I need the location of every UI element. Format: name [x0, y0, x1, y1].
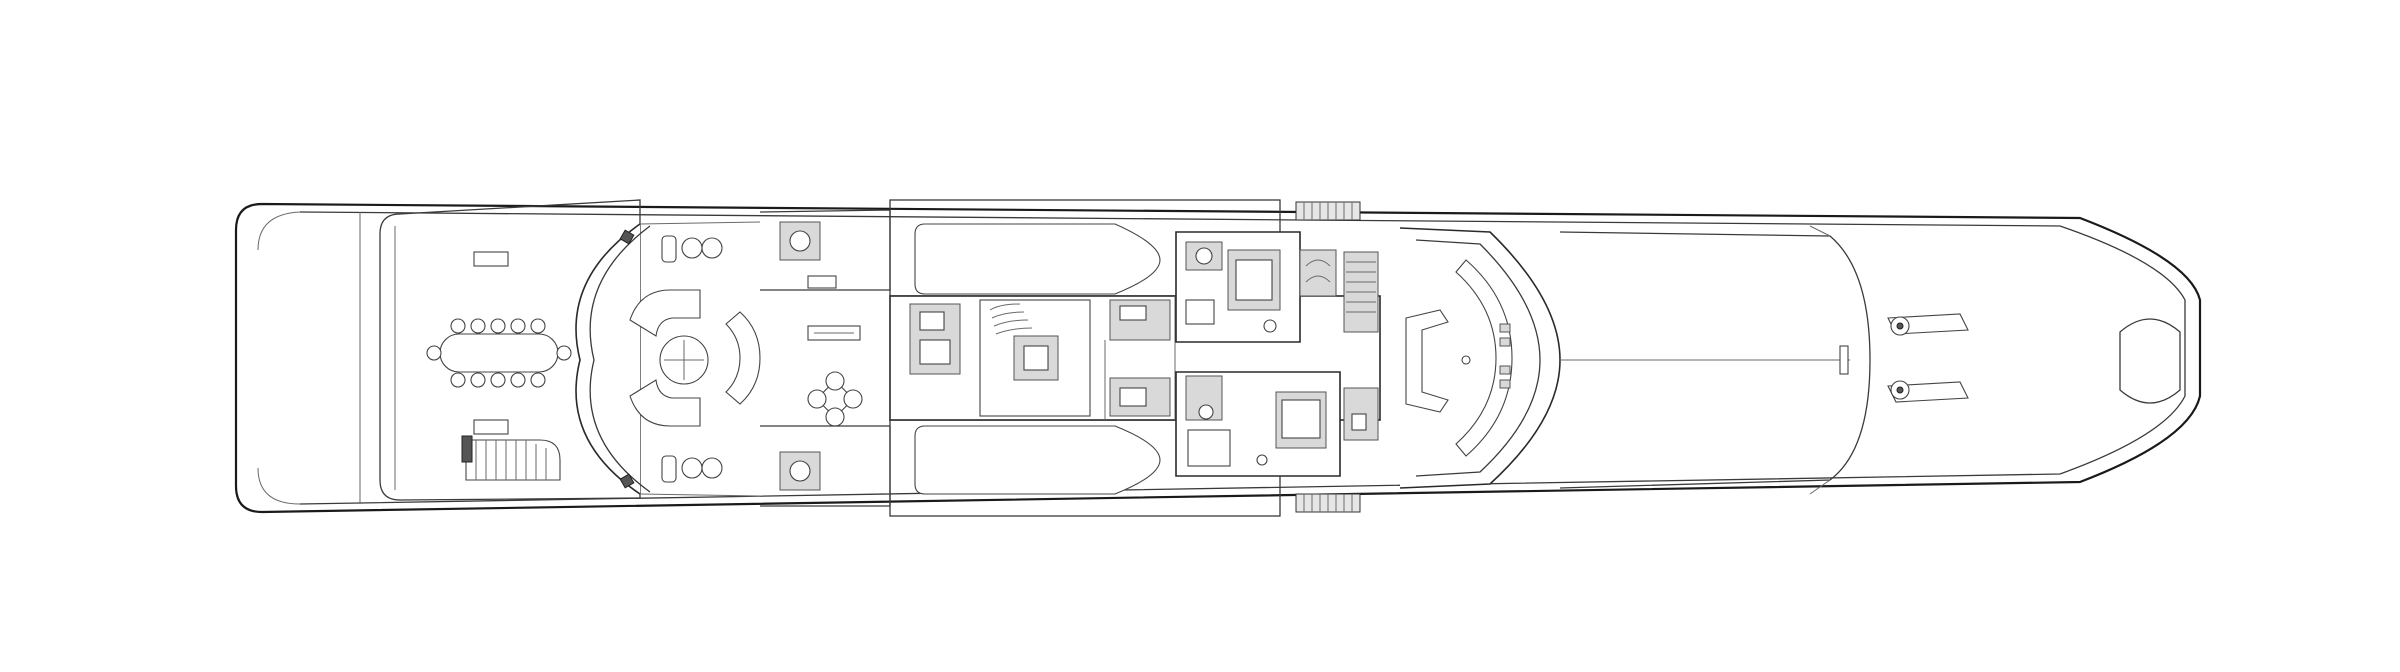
anchor-windlass-starboard — [1887, 380, 1969, 403]
aft-deck-side-table — [473, 251, 509, 267]
guest-cabin-port — [1175, 231, 1337, 343]
central-staircase — [979, 299, 1091, 417]
salon-bulkhead — [575, 221, 761, 497]
game-table — [807, 371, 863, 427]
forward-stair — [1343, 251, 1379, 441]
forward-lounge — [1399, 227, 1561, 489]
foredeck — [1559, 225, 2181, 495]
aft-deck-console — [473, 419, 509, 435]
guest-cabin-starboard — [1175, 371, 1341, 477]
salon-lounge-seating — [629, 289, 861, 427]
aft-deck — [379, 199, 641, 501]
aft-dining-table — [426, 318, 572, 388]
aft-spiral-staircase — [461, 435, 561, 481]
salon-stools — [661, 235, 723, 483]
anchor-windlass-port — [1887, 313, 1969, 336]
